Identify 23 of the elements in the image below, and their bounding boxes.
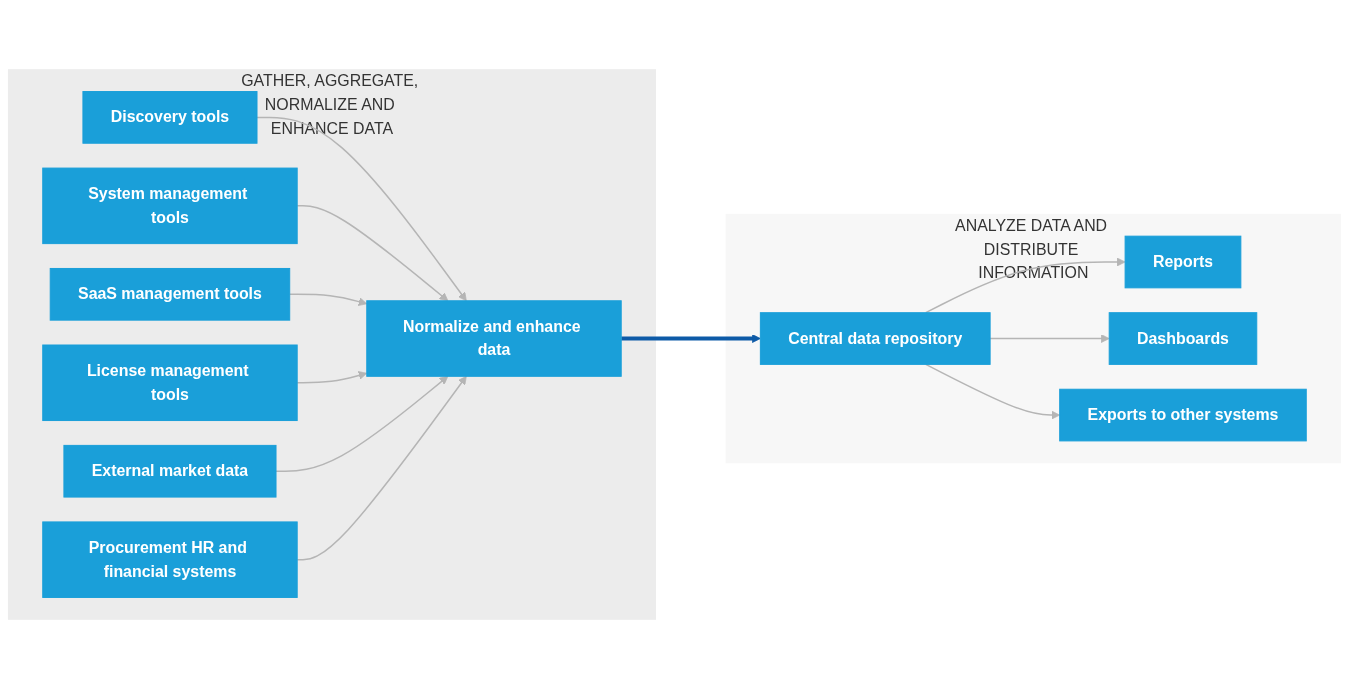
node-box xyxy=(366,300,622,377)
node-box xyxy=(42,344,298,422)
arrow xyxy=(296,371,368,384)
node-box xyxy=(759,312,991,365)
arrow xyxy=(256,116,467,302)
arrow xyxy=(296,375,467,561)
arrow xyxy=(296,205,449,302)
node-box xyxy=(42,521,298,598)
node-box xyxy=(49,267,291,321)
node-box xyxy=(1059,388,1307,442)
node-box xyxy=(1108,312,1258,365)
arrow xyxy=(925,363,1061,420)
arrow xyxy=(621,334,761,343)
node-box xyxy=(42,167,298,245)
node-box xyxy=(82,91,258,144)
cluster xyxy=(7,69,656,620)
node-box xyxy=(1124,235,1242,289)
arrow xyxy=(989,334,1110,343)
arrow xyxy=(288,293,368,306)
arrow xyxy=(275,375,449,472)
cluster xyxy=(725,213,1342,464)
arrow xyxy=(925,257,1126,314)
node-box xyxy=(63,444,277,498)
